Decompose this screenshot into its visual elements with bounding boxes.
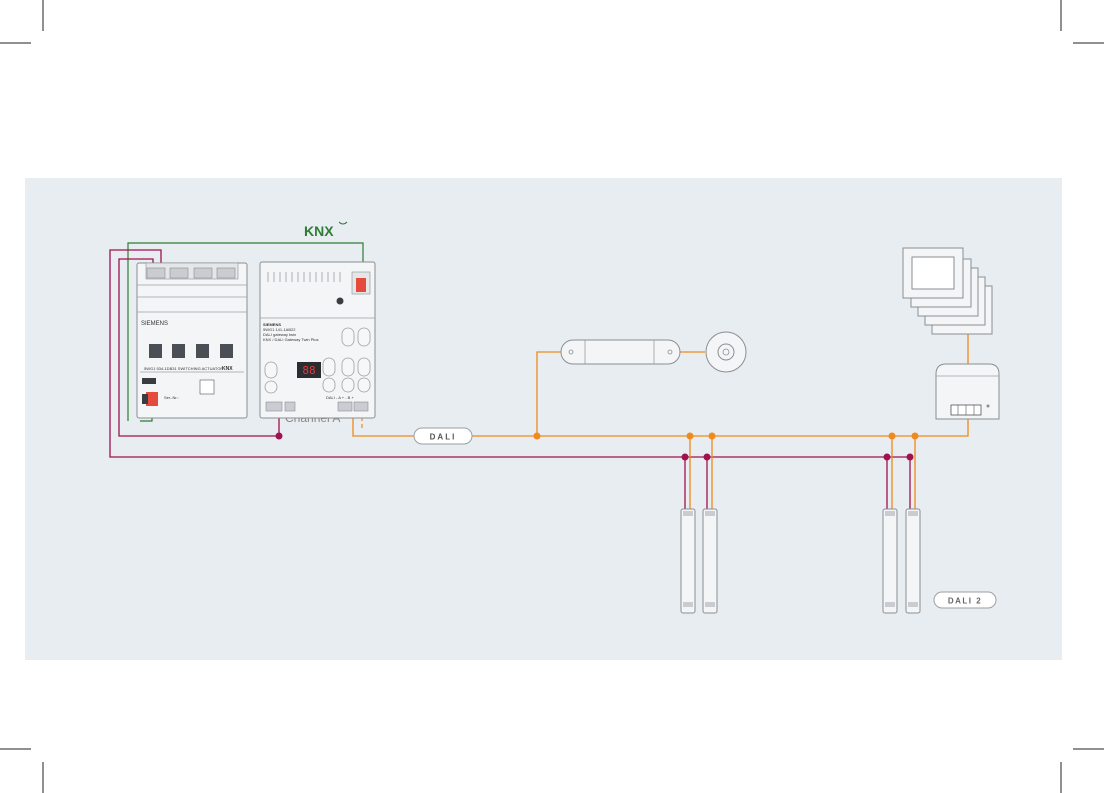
gateway-bus-terminal: [356, 278, 366, 292]
pushbutton-stack: [902, 247, 993, 335]
luminaire: [702, 508, 718, 614]
gateway-bottom-terminals: [265, 401, 369, 412]
gateway-vent-slots: [267, 272, 341, 282]
programming-led: [336, 297, 344, 305]
gateway-buttons: [264, 327, 371, 394]
luminaire: [680, 508, 696, 614]
dali2-logo: DALI 2: [933, 591, 997, 609]
gateway-brand: SIEMENS: [263, 322, 281, 327]
actuator-relay-buttons: [149, 344, 233, 358]
actuator-terminals-top: [146, 267, 236, 279]
junction-dot: [888, 432, 896, 440]
junction-dot: [911, 432, 919, 440]
switching-actuator: SIEMENS 5WG1 534-1DB31 SWITCHING ACTUATO…: [136, 262, 248, 419]
gateway-model: 5WG1 141-1AB22: [263, 327, 296, 332]
junction-dot: [533, 432, 541, 440]
gateway-product-line: KNX / DALI Gateway Twin Plus: [263, 337, 319, 342]
gateway-product: DALI gateway twin: [263, 332, 296, 337]
knx-bus-wire: [127, 242, 364, 421]
dali-bus-wire: [352, 410, 969, 437]
gateway-terminal-labels: DALI - A + - B +: [326, 395, 354, 400]
knx-logo: KNX: [304, 221, 348, 239]
dali-badge: DALI: [413, 427, 473, 445]
mains-wire-inner: [118, 258, 280, 437]
dali-sensor-wire: [536, 351, 561, 436]
junction-dot: [708, 432, 716, 440]
junction-dot: [275, 432, 283, 440]
junction-dot: [906, 453, 914, 461]
motion-sensor: [705, 331, 747, 373]
pushbutton-interface: [935, 363, 1000, 420]
dali-sensor-module: [560, 339, 681, 365]
knx-logo-text: KNX: [304, 223, 334, 239]
dali-gateway: SIEMENS 5WG1 141-1AB22 DALI gateway twin…: [259, 261, 376, 419]
dali2-logo-text: DALI 2: [948, 597, 982, 606]
mains-wire-outer: [109, 249, 911, 510]
actuator-brand: SIEMENS: [141, 321, 168, 327]
gateway-display-value: 88: [302, 364, 315, 377]
luminaire: [905, 508, 921, 614]
luminaire: [882, 508, 898, 614]
junction-dot: [883, 453, 891, 461]
gateway-display: [297, 362, 321, 378]
dali-badge-text: DALI: [430, 433, 457, 442]
actuator-knx-mark: KNX: [222, 366, 233, 372]
junction-dot: [686, 432, 694, 440]
qr-code: [199, 379, 215, 395]
bus-terminal-red: [146, 392, 158, 406]
junction-dot: [681, 453, 689, 461]
junction-dot: [703, 453, 711, 461]
actuator-model-line: 5WG1 534-1DB31 SWITCHING ACTUATOR: [144, 366, 223, 371]
actuator-serial: Ser.-Nr.:: [164, 395, 179, 400]
